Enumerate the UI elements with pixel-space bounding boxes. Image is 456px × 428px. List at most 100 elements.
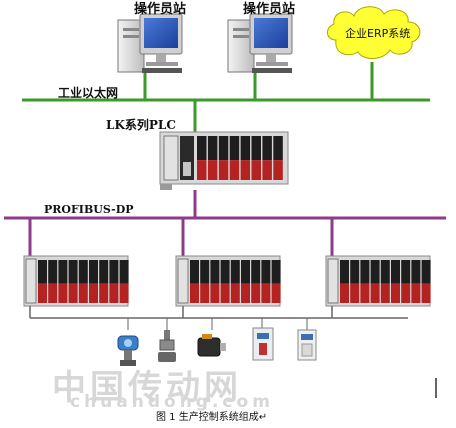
monitor-stand (156, 54, 166, 62)
io-module-bottom (38, 283, 47, 303)
io-module-bottom (48, 283, 58, 303)
drive-bay (233, 28, 249, 31)
io-module-bottom (200, 283, 210, 303)
io-module-top (207, 136, 218, 161)
io-module-bottom (340, 283, 349, 303)
io-module-top (190, 260, 199, 284)
transmitter-neck (124, 350, 132, 360)
power-module (25, 258, 37, 304)
io-module-top (119, 260, 129, 284)
io-module-top (200, 260, 210, 284)
io-module-bottom (380, 283, 390, 303)
io-modules (340, 260, 431, 303)
io-module-bottom (220, 283, 230, 303)
io-module-top (197, 136, 207, 161)
io-module-top (370, 260, 380, 284)
cpu-ports (183, 162, 191, 176)
io-module-bottom (218, 160, 229, 180)
monitor-base (146, 62, 178, 66)
industrial-ethernet (22, 62, 430, 132)
figure-caption: 图 1 生产控制系统组成↵ (156, 412, 268, 423)
drive-bay (233, 35, 249, 38)
io-module-top (411, 260, 421, 284)
io-module-top (68, 260, 78, 284)
io-module-bottom (58, 283, 68, 303)
field-bus (29, 306, 408, 330)
io-module-bottom (273, 160, 283, 180)
motor-body (197, 337, 221, 357)
motor-shaft (220, 343, 226, 351)
io-module-bottom (229, 160, 240, 180)
transmitter-device (117, 335, 139, 366)
keyboard (142, 68, 182, 73)
operator-station-2 (227, 13, 293, 73)
monitor-screen (254, 18, 288, 48)
operator-station-2-label: 操作员站 (243, 2, 296, 17)
io-module-top (229, 136, 240, 161)
io-module-top (240, 136, 251, 161)
drive-device-2 (297, 329, 317, 361)
io-module-top (220, 260, 230, 284)
io-module-bottom (241, 283, 250, 303)
watermark-cn: 中国传动网 (52, 368, 242, 408)
drive-bay (123, 35, 139, 38)
io-module-top (391, 260, 400, 284)
io-module-top (38, 260, 47, 284)
io-module-bottom (210, 283, 220, 303)
watermark-en: chuandong.com (70, 392, 274, 412)
io-module-top (241, 260, 250, 284)
drive-bay (123, 28, 139, 31)
drive-panel (259, 343, 267, 355)
remote-io-rack-3 (325, 255, 431, 307)
io-module-bottom (262, 160, 272, 180)
drive-display (301, 334, 313, 340)
erp-label: 企业ERP系统 (345, 27, 411, 40)
io-module-bottom (207, 160, 218, 180)
drive-device-1 (252, 327, 274, 361)
io-module-top (251, 136, 261, 161)
io-module-bottom (401, 283, 411, 303)
valve-body (158, 352, 176, 362)
io-module-top (401, 260, 411, 284)
io-module-top (109, 260, 119, 284)
valve-device (158, 330, 176, 362)
rack-foot (160, 184, 172, 190)
ethernet-label: 工业以太网 (58, 86, 119, 100)
io-module-bottom (230, 283, 240, 303)
io-module-top (380, 260, 390, 284)
io-module-top (262, 136, 272, 161)
io-module-top (99, 260, 109, 284)
io-module-top (360, 260, 370, 284)
io-module-bottom (411, 283, 421, 303)
remote-io-rack-1 (23, 255, 129, 307)
io-module-top (78, 260, 88, 284)
valve-stem (164, 330, 170, 340)
power-module (177, 258, 189, 304)
io-module-bottom (421, 283, 431, 303)
profibus-dp (4, 190, 446, 256)
io-module-bottom (251, 283, 261, 303)
io-modules (197, 136, 283, 180)
monitor-screen (144, 18, 178, 48)
motor-terminal (202, 334, 212, 339)
valve-actuator (159, 339, 175, 351)
io-module-bottom (360, 283, 370, 303)
io-module-bottom (190, 283, 199, 303)
io-module-bottom (261, 283, 271, 303)
motor-device (197, 334, 226, 357)
io-module-bottom (240, 160, 251, 180)
io-module-top (230, 260, 240, 284)
monitor-base (256, 62, 288, 66)
io-module-top (271, 260, 281, 284)
io-module-bottom (370, 283, 380, 303)
transmitter-flange (120, 360, 136, 366)
io-module-bottom (251, 160, 261, 180)
monitor-stand (266, 54, 276, 62)
drive-display (257, 333, 269, 339)
io-modules (38, 260, 129, 303)
io-modules (190, 260, 281, 303)
io-module-bottom (109, 283, 119, 303)
transmitter-display (124, 339, 132, 347)
io-module-top (421, 260, 431, 284)
